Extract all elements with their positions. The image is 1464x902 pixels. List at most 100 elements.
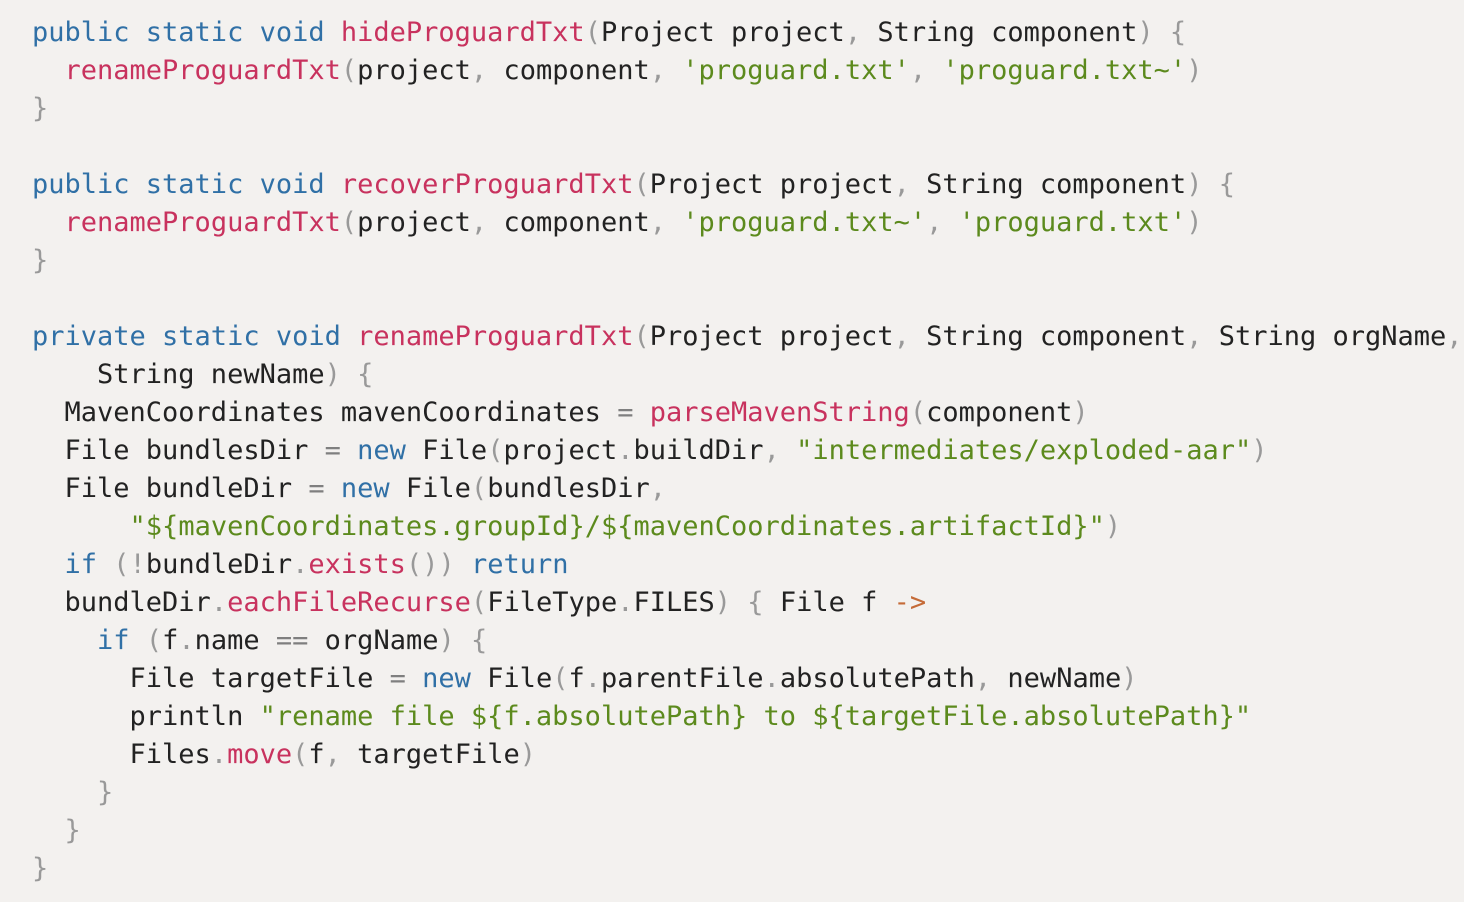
code-token: exists	[308, 549, 406, 580]
code-token: String component	[926, 321, 1187, 352]
code-token: Project project	[649, 169, 894, 200]
code-token: .	[210, 739, 228, 770]
code-line: if (!bundleDir.exists()) return	[32, 546, 1452, 584]
code-token: recoverProguardTxt	[340, 169, 634, 200]
code-line: println "rename file ${f.absolutePath} t…	[32, 698, 1452, 736]
code-token: ,	[763, 435, 797, 466]
code-token: new	[340, 473, 406, 504]
code-token: )	[1072, 397, 1089, 428]
code-token: targetFile	[357, 739, 520, 770]
code-token: =	[324, 435, 358, 466]
code-token: absolutePath	[779, 663, 975, 694]
code-token: ,	[470, 55, 504, 86]
code-token: ,	[893, 321, 927, 352]
code-token: .	[763, 663, 780, 694]
code-token: buildDir	[633, 435, 764, 466]
code-token: f	[162, 625, 179, 656]
code-token: move	[227, 739, 293, 770]
code-line: bundleDir.eachFileRecurse(FileType.FILES…	[32, 584, 1452, 622]
code-line: }	[32, 850, 1452, 888]
code-token: String newName	[32, 359, 325, 390]
code-token: ,	[926, 207, 959, 238]
code-token: )	[1121, 663, 1138, 694]
code-line: private static void renameProguardTxt(Pr…	[32, 318, 1463, 356]
code-token: ) {	[438, 625, 488, 656]
code-line	[32, 128, 1452, 166]
code-token: ,	[649, 55, 683, 86]
code-token: if	[64, 549, 114, 580]
code-token: .	[210, 587, 228, 618]
code-line: }	[32, 242, 1452, 280]
code-token: (	[340, 207, 358, 238]
code-token: if	[97, 625, 146, 656]
code-token: }	[32, 815, 81, 846]
code-token: =	[617, 397, 650, 428]
code-token: ) {	[324, 359, 374, 390]
code-token: "rename file ${f.absolutePath} to ${targ…	[259, 701, 1252, 732]
code-token: )	[1186, 207, 1203, 238]
code-token: renameProguardTxt	[357, 321, 634, 352]
code-token: Project project	[649, 321, 894, 352]
code-token: Files	[32, 739, 211, 770]
code-token	[32, 625, 97, 656]
code-token: "intermediates/exploded-aar"	[796, 435, 1252, 466]
code-token: ) {	[1137, 17, 1187, 48]
code-token	[32, 511, 130, 542]
code-token: (!	[113, 549, 146, 580]
code-token: }	[32, 777, 114, 808]
code-token: =	[389, 663, 423, 694]
code-token: FILES	[633, 587, 715, 618]
code-token: (	[340, 55, 358, 86]
code-token: newName	[1007, 663, 1122, 694]
code-token: )	[1251, 435, 1268, 466]
code-token: bundlesDir	[487, 473, 650, 504]
code-token: 'proguard.txt~'	[682, 207, 927, 238]
code-token: ())	[405, 549, 471, 580]
code-token: File	[422, 435, 488, 466]
code-token: String component	[877, 17, 1138, 48]
code-token: ,	[844, 17, 878, 48]
code-token: public static void	[32, 17, 341, 48]
code-token: (	[909, 397, 927, 428]
code-token: (	[292, 739, 309, 770]
code-line: }	[32, 90, 1452, 128]
code-token: MavenCoordinates mavenCoordinates	[32, 397, 618, 428]
code-token	[32, 55, 65, 86]
code-token: 'proguard.txt~'	[942, 55, 1187, 86]
code-token: println	[32, 701, 260, 732]
code-token: project	[357, 207, 471, 238]
code-token: ,	[324, 739, 358, 770]
code-token: private static void	[32, 321, 358, 352]
code-token: 'proguard.txt'	[958, 207, 1187, 238]
code-token: return	[470, 549, 569, 580]
code-token: component	[503, 55, 650, 86]
code-token: (	[470, 587, 488, 618]
code-line: File bundlesDir = new File(project.build…	[32, 432, 1452, 470]
code-token: name	[194, 625, 276, 656]
code-token: (	[145, 625, 163, 656]
code-token: project	[503, 435, 618, 466]
code-token: new	[357, 435, 423, 466]
code-line: renameProguardTxt(project, component, 'p…	[32, 204, 1452, 242]
code-token: }	[32, 853, 49, 884]
code-token: ) {	[1186, 169, 1235, 200]
code-token: String component	[926, 169, 1187, 200]
code-token: renameProguardTxt	[64, 207, 341, 238]
code-token: }	[32, 93, 49, 124]
code-editor: public static void hideProguardTxt(Proje…	[32, 14, 1463, 894]
code-token: (	[470, 473, 488, 504]
code-token: Project project	[600, 17, 845, 48]
code-token: File targetFile	[32, 663, 390, 694]
code-token: )	[519, 739, 536, 770]
code-token: .	[617, 587, 634, 618]
code-line: renameProguardTxt(project, component, 'p…	[32, 52, 1452, 90]
code-token: )	[1186, 55, 1203, 86]
code-line: "${mavenCoordinates.groupId}/${mavenCoor…	[32, 508, 1452, 546]
code-line: public static void hideProguardTxt(Proje…	[32, 14, 1452, 52]
code-token: =	[308, 473, 341, 504]
code-line	[32, 280, 1452, 318]
code-token: ->	[893, 587, 927, 618]
code-token: f	[568, 663, 585, 694]
code-token: project	[357, 55, 471, 86]
code-line: String newName) {	[32, 356, 1452, 394]
